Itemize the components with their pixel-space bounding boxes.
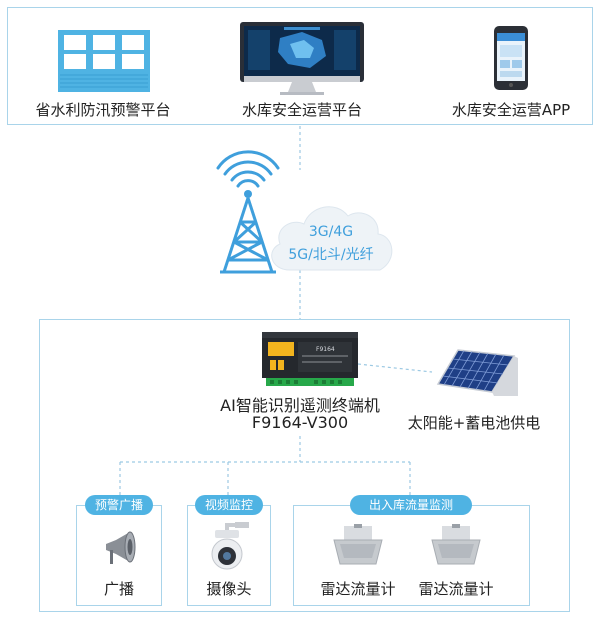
solar-panel-icon (436, 349, 518, 396)
terminal-name-line1: AI智能识别遥测终端机 (220, 396, 380, 415)
flow-monitor-tag: 出入库流量监测 (350, 495, 472, 515)
safety-app-label: 水库安全运营APP (451, 101, 571, 119)
terminal-device-icon (262, 332, 358, 386)
top-platforms-box (7, 7, 593, 125)
terminal-name-line2: F9164-V300 (251, 413, 349, 432)
radar-flowmeter-label-b: 雷达流量计 (418, 580, 494, 598)
camera-label: 摄像头 (206, 580, 252, 598)
terminal-device-text: F9164 (316, 346, 335, 353)
phone-icon (494, 26, 528, 90)
flood-platform-icon (58, 30, 150, 92)
safety-platform-label: 水库安全运营平台 (241, 101, 362, 119)
flood-platform-label: 省水利防汛预警平台 (35, 101, 171, 119)
camera-icon (211, 522, 249, 570)
site-box (39, 319, 570, 612)
warning-broadcast-tag: 预警广播 (85, 495, 153, 515)
radar-flowmeter-icon-b (431, 524, 481, 565)
cloud-icon (271, 206, 393, 271)
monitor-icon (240, 22, 364, 95)
radar-flowmeter-label-a: 雷达流量计 (320, 580, 396, 598)
network-line1: 3G/4G (308, 224, 354, 240)
video-monitor-tag: 视频监控 (195, 495, 263, 515)
network-line2: 5G/北斗/光纤 (288, 247, 374, 263)
power-label: 太阳能+蓄电池供电 (407, 414, 541, 432)
signal-tower-icon (216, 150, 280, 274)
broadcast-label: 广播 (103, 580, 134, 598)
loudspeaker-icon (106, 531, 136, 564)
radar-flowmeter-icon-a (333, 524, 383, 565)
